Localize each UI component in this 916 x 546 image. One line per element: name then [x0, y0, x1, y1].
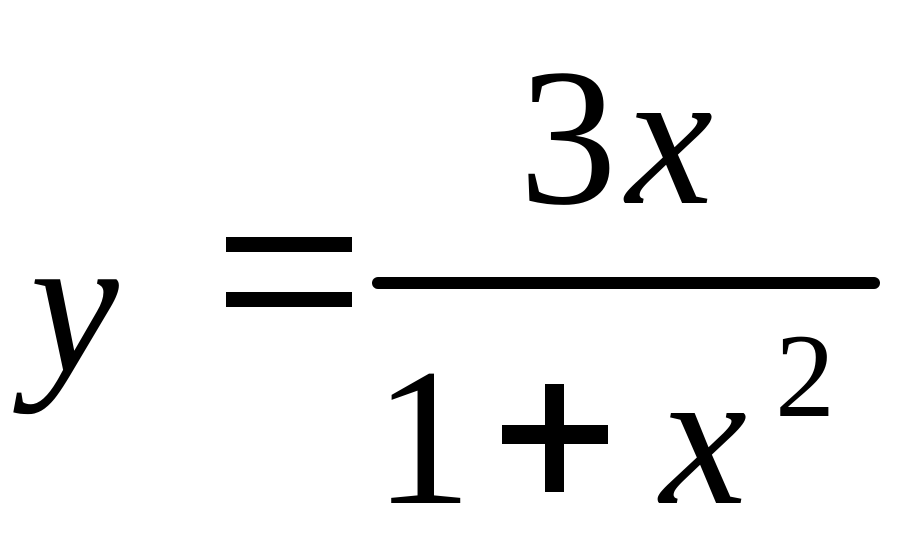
denominator-constant: 1 — [374, 329, 472, 546]
denominator-exponent: 2 — [775, 309, 835, 442]
denominator-variable-x: x — [660, 329, 747, 546]
numerator-variable-x: x — [626, 29, 713, 246]
lhs-variable-y: y — [30, 194, 119, 415]
plus-sign-vertical — [545, 384, 564, 492]
fraction-bar — [372, 277, 880, 289]
equals-sign-top-bar — [226, 237, 352, 252]
numerator-coefficient: 3 — [519, 29, 617, 246]
equals-sign-bottom-bar — [226, 292, 352, 307]
